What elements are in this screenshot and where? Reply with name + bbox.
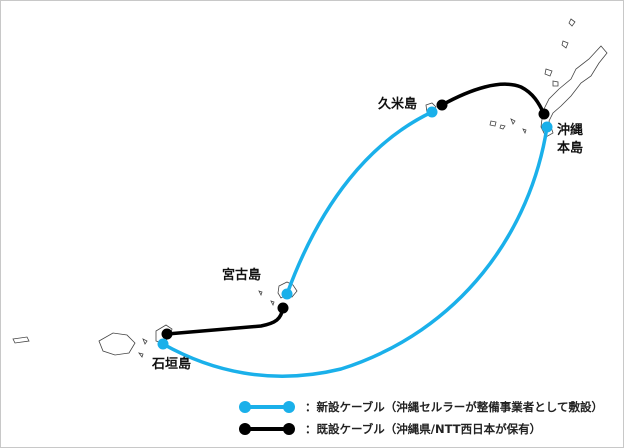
legend-existing-cable: ：既設ケーブル（沖縄県/NTT西日本が保有） [239, 421, 541, 437]
existing-cable-kume-okinawa [441, 82, 546, 115]
new-cable-kume-miyako [285, 110, 433, 295]
legend-new-cable: ：新設ケーブル（沖縄セルラーが整備事業者として敷設） [239, 399, 603, 415]
kumejima-new-node [426, 106, 438, 118]
kerama-islets [489, 118, 527, 135]
existing-cable-swatch-icon [239, 422, 295, 436]
kumejima-existing-node [436, 99, 448, 111]
label-okinawa-line1: 沖縄 [557, 123, 584, 138]
ishigaki-existing-node [161, 328, 173, 340]
legend-new-cable-label: ：新設ケーブル（沖縄セルラーが整備事業者として敷設） [305, 400, 603, 414]
island-outlines [12, 18, 608, 358]
miyako-existing-node [277, 302, 289, 314]
label-ishigakijima: 石垣島 [152, 357, 192, 372]
okinawa-existing-node [538, 108, 550, 120]
yonaguni-island [12, 336, 30, 344]
okinawa-island [540, 45, 608, 138]
label-okinawa-line2: 本島 [557, 141, 584, 156]
iriomote-island [98, 332, 148, 358]
new-cable-okinawa-ishigaki [162, 126, 549, 378]
existing-cable-miyako-ishigaki [166, 307, 285, 336]
label-miyakojima: 宮古島 [222, 268, 262, 283]
okinawa-new-node [541, 121, 553, 133]
miyako-new-node [281, 288, 293, 300]
new-cable-swatch-icon [239, 400, 295, 414]
label-kumejima: 久米島 [378, 97, 418, 112]
ishigaki-new-node [157, 338, 169, 350]
legend-existing-cable-label: ：既設ケーブル（沖縄県/NTT西日本が保有） [305, 422, 542, 436]
okinawa-north-islets [544, 18, 576, 87]
miyako-island [258, 281, 298, 307]
